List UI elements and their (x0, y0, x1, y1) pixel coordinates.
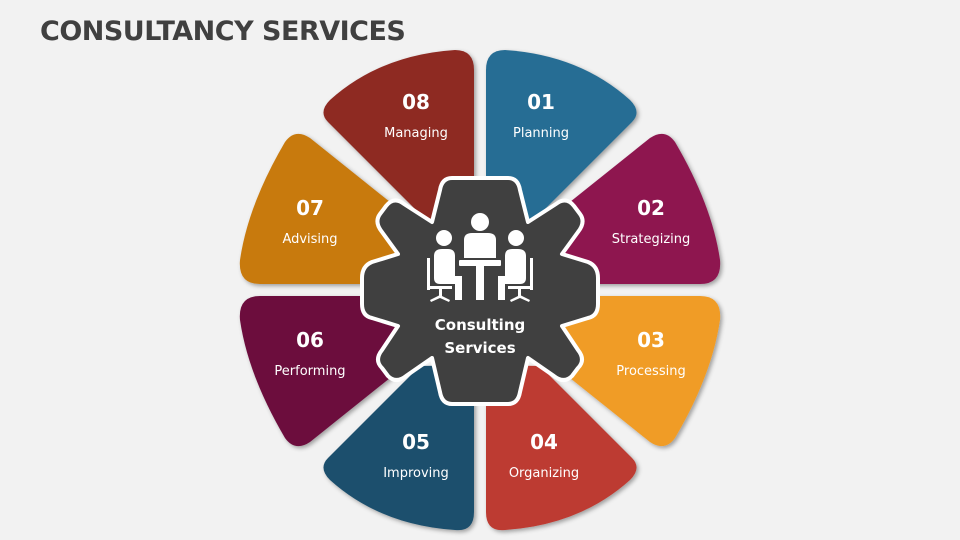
segment-number: 02 (637, 196, 665, 220)
segment-06-shape[interactable] (239, 296, 400, 447)
segment-number: 04 (530, 430, 558, 454)
segment-03[interactable]: 03 Processing (591, 328, 711, 379)
segment-number: 07 (296, 196, 324, 220)
segment-label: Strategizing (611, 232, 691, 247)
segment-label: Improving (383, 466, 449, 481)
segment-label: Performing (274, 364, 346, 379)
segment-03-shape[interactable] (560, 296, 721, 447)
segment-07[interactable]: 07 Advising (250, 196, 370, 247)
segment-02-shape[interactable] (560, 133, 721, 284)
segment-label: Managing (384, 126, 448, 141)
segment-08[interactable]: 08 Managing (356, 90, 476, 141)
segment-number: 08 (402, 90, 430, 114)
segment-01[interactable]: 01 Planning (481, 90, 601, 141)
segment-label: Advising (282, 232, 338, 247)
segment-07-shape[interactable] (239, 133, 400, 284)
segment-06[interactable]: 06 Performing (250, 328, 370, 379)
page-title: CONSULTANCY SERVICES (40, 16, 406, 47)
segment-04[interactable]: 04 Organizing (484, 430, 604, 481)
center-label: Consulting Services (420, 314, 540, 360)
segment-05[interactable]: 05 Improving (356, 430, 476, 481)
segment-number: 05 (402, 430, 430, 454)
segment-label: Processing (616, 364, 686, 379)
meeting-people-icon (427, 213, 533, 302)
segment-04-shape[interactable] (486, 365, 637, 531)
segment-02[interactable]: 02 Strategizing (591, 196, 711, 247)
segment-number: 06 (296, 328, 324, 352)
segment-05-shape[interactable] (323, 365, 474, 531)
segment-label: Organizing (508, 466, 580, 481)
center-label-line2: Services (444, 339, 516, 357)
segment-label: Planning (513, 126, 569, 141)
segment-number: 03 (637, 328, 665, 352)
segment-number: 01 (527, 90, 555, 114)
center-label-line1: Consulting (434, 316, 526, 334)
